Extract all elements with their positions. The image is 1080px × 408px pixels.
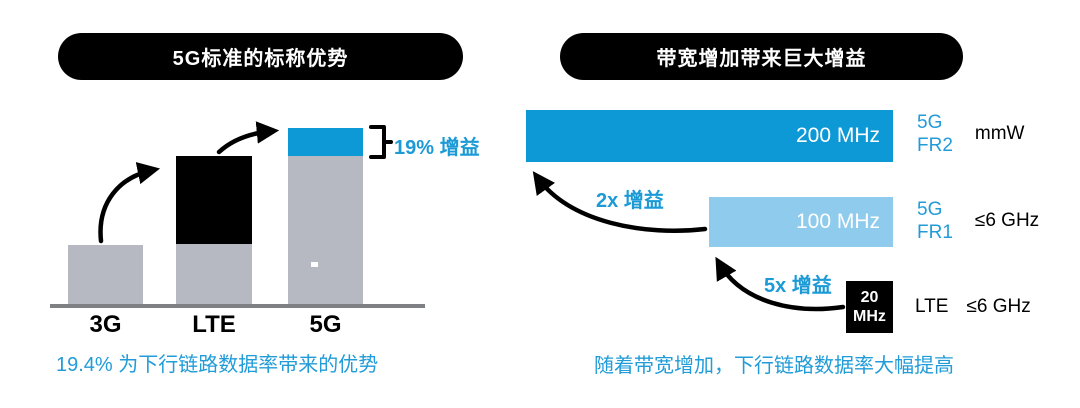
right-panel-title-pill: 带宽增加带来巨大增益	[560, 33, 963, 80]
bar-lte-black-segment	[176, 156, 252, 244]
bar-200mhz-label: 200 MHz	[795, 124, 880, 147]
left-caption: 19.4% 为下行链路数据率带来的优势	[56, 354, 379, 376]
tech-label-lte: LTE	[915, 296, 949, 317]
bar-20mhz-unit: MHz	[853, 308, 886, 325]
bar-200mhz: 200 MHz	[526, 110, 893, 162]
bar-100mhz: 100 MHz	[709, 197, 893, 247]
tech-5g-fr2-line1: 5G	[917, 112, 943, 133]
left-panel-title-pill: 5G标准的标称优势	[58, 33, 463, 80]
gain-annotation-5x: 5x 增益	[764, 275, 832, 297]
tech-5g-fr1-line1: 5G	[917, 199, 943, 220]
tech-label-5g-fr1: 5G FR1	[917, 198, 953, 244]
spectrum-label-sub6-lte: ≤6 GHz	[966, 296, 1031, 317]
label-row-lte: LTE ≤6 GHz	[915, 296, 1031, 318]
tech-label-5g-fr2: 5G FR2	[917, 111, 953, 157]
bar-5g-gray-segment	[288, 156, 363, 304]
label-row-5g-fr2: 5G FR2 mmW	[917, 111, 1025, 157]
gain-annotation-19pct: 19% 增益	[394, 137, 480, 159]
right-caption: 随着带宽增加，下行链路数据率大幅提高	[594, 355, 954, 377]
arrow-lte-to-5g-icon	[216, 121, 280, 155]
spectrum-label-sub6-fr1: ≤6 GHz	[974, 210, 1040, 231]
bar-3g	[68, 245, 143, 304]
tech-5g-fr1-line2: FR1	[917, 222, 953, 243]
category-label-5g: 5G	[309, 311, 342, 338]
gain-annotation-2x: 2x 增益	[596, 190, 664, 212]
bar-lte-gray-segment	[176, 244, 252, 304]
category-label-lte: LTE	[192, 311, 236, 338]
small-white-dash	[311, 262, 318, 267]
left-chart-baseline	[50, 304, 425, 308]
bar-100mhz-label: 100 MHz	[795, 210, 880, 233]
gain-bracket-icon	[369, 125, 393, 159]
label-row-5g-fr1: 5G FR1 ≤6 GHz	[917, 198, 1039, 244]
bar-20mhz-value: 20	[860, 289, 879, 306]
bar-5g-blue-gain-segment	[288, 128, 363, 156]
spectrum-label-mmw: mmW	[974, 123, 1025, 144]
arrow-3g-to-lte-icon	[98, 162, 161, 244]
left-panel-title: 5G标准的标称优势	[172, 48, 349, 70]
right-panel-title: 带宽增加带来巨大增益	[656, 48, 867, 70]
tech-5g-fr2-line2: FR2	[917, 135, 953, 156]
bar-20mhz: 20 MHz	[846, 281, 893, 333]
category-label-3g: 3G	[89, 311, 122, 338]
